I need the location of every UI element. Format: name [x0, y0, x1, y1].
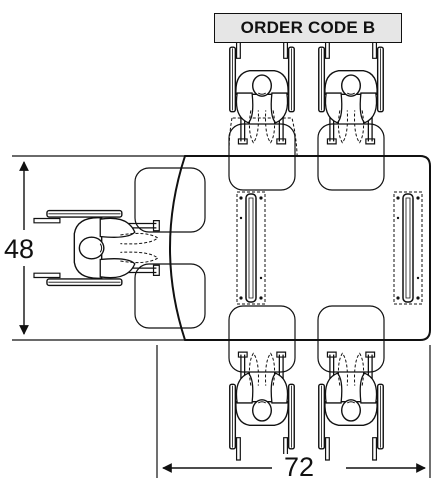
depth-dimension — [12, 156, 190, 340]
depth-dimension-label: 48 — [4, 234, 35, 265]
wheelchair-user-top-right — [318, 35, 384, 145]
width-dimension-label: 72 — [278, 454, 321, 481]
table-top — [170, 156, 430, 340]
wheelchair-user-top-left — [229, 35, 295, 145]
wheelchair-user-bottom-right — [318, 351, 384, 461]
width-dimension — [157, 345, 430, 478]
order-code-label: ORDER CODE B — [214, 13, 402, 43]
wheelchair-user-left-end — [33, 210, 160, 286]
wheelchair-user-bottom-left — [229, 351, 295, 461]
seat-cushions — [135, 124, 384, 372]
